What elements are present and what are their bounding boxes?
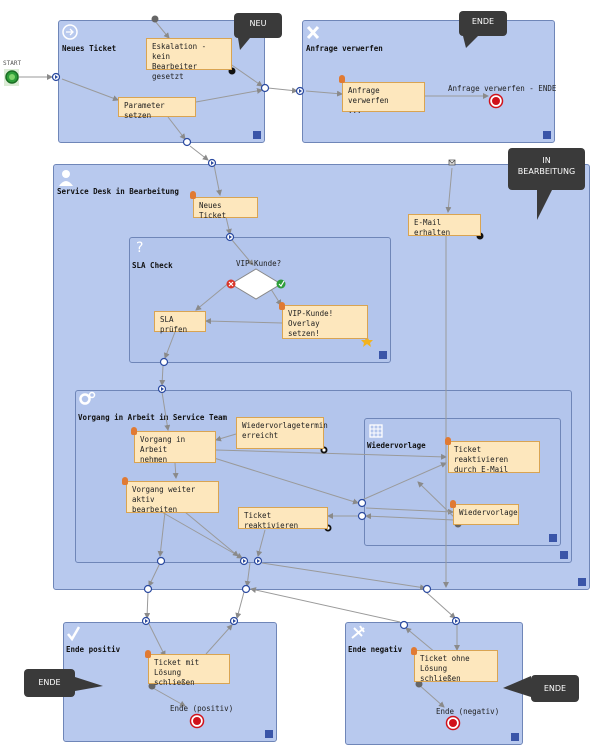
x-icon bbox=[306, 25, 320, 40]
task-line: nehmen bbox=[140, 455, 168, 464]
callout-in-bearbeitung: IN BEARBEITUNG bbox=[508, 148, 585, 190]
gear-marker-icon bbox=[415, 680, 423, 688]
task-ticket-reaktivieren[interactable]: Ticket reaktivieren bbox=[238, 507, 328, 530]
task-line: ... bbox=[348, 106, 362, 115]
lane-resize-handle[interactable] bbox=[379, 351, 387, 359]
task-anfrage-verwerfen[interactable]: Anfrage verwerfen ... bbox=[342, 82, 425, 115]
lightning-icon bbox=[351, 625, 365, 639]
lane-resize-handle[interactable] bbox=[511, 733, 519, 741]
check-icon bbox=[67, 626, 81, 642]
task-line: schließen bbox=[420, 674, 461, 683]
lane-title-wiedervorlage: Wiedervorlage bbox=[367, 441, 426, 450]
task-vip-overlay[interactable]: VIP-Kunde! Overlay setzen! bbox=[282, 305, 368, 339]
gateway-label: VIP-Kunde? bbox=[236, 259, 282, 268]
lane-title-sla-check: SLA Check bbox=[132, 261, 173, 270]
task-line: VIP-Kunde! Overlay bbox=[288, 309, 334, 328]
task-line: erreicht bbox=[242, 431, 279, 440]
task-line: Wiedervorlagetermin bbox=[242, 421, 328, 430]
question-icon: ? bbox=[136, 240, 143, 256]
lane-title-service-desk: Service Desk in Bearbeitung bbox=[57, 187, 179, 196]
task-ticket-ohne-loesung[interactable]: Ticket ohne Lösung schließen bbox=[414, 650, 498, 683]
performer-icon bbox=[450, 500, 456, 508]
lane-resize-handle[interactable] bbox=[560, 551, 568, 559]
performer-icon bbox=[411, 647, 417, 655]
task-vorgang-in-arbeit[interactable]: Vorgang in Arbeit nehmen bbox=[134, 431, 216, 464]
callout-line: BEARBEITUNG bbox=[517, 167, 576, 176]
task-line: Eskalation - kein bbox=[152, 42, 207, 61]
performer-icon bbox=[279, 302, 285, 310]
task-line: Anfrage verwerfen bbox=[348, 86, 389, 105]
gear-marker-icon bbox=[151, 15, 159, 23]
end-label-negative: Ende (negativ) bbox=[436, 707, 500, 716]
new-ticket-icon bbox=[62, 24, 78, 40]
lane-resize-handle[interactable] bbox=[543, 131, 551, 139]
task-line: Ticket mit Lösung bbox=[154, 658, 200, 677]
performer-icon bbox=[190, 191, 196, 199]
task-email-erhalten[interactable]: E-Mail erhalten bbox=[408, 214, 481, 237]
star-icon bbox=[361, 336, 373, 347]
end-label-positive: Ende (positiv) bbox=[170, 704, 234, 713]
callout-ende-right: ENDE bbox=[531, 675, 579, 702]
gear-marker-icon bbox=[148, 682, 156, 690]
task-ticket-reaktivieren-email[interactable]: Ticket reaktivieren durch E-Mail bbox=[448, 441, 540, 474]
lane-resize-handle[interactable] bbox=[253, 131, 261, 139]
task-line: setzen! bbox=[288, 329, 320, 338]
task-line: Bearbeiter gesetzt bbox=[152, 62, 198, 81]
callout-neu: NEU bbox=[234, 13, 282, 38]
task-line: Vorgang in Arbeit bbox=[140, 435, 186, 454]
performer-icon bbox=[445, 437, 451, 445]
callout-ende-left: ENDE bbox=[24, 669, 75, 697]
task-line: durch E-Mail bbox=[454, 465, 509, 474]
lane-resize-handle[interactable] bbox=[578, 578, 586, 586]
lane-sla-check[interactable] bbox=[129, 237, 391, 363]
callout-line: IN bbox=[542, 156, 551, 165]
task-line: bearbeiten bbox=[132, 505, 178, 514]
lane-ende-negativ[interactable] bbox=[345, 622, 523, 745]
task-line: schließen bbox=[154, 678, 195, 687]
mail-envelope-icon bbox=[448, 159, 456, 166]
callout-ende-top: ENDE bbox=[459, 11, 507, 36]
task-line: Vorgang weiter aktiv bbox=[132, 485, 196, 504]
lane-resize-handle[interactable] bbox=[265, 730, 273, 738]
gateway-vip-icon bbox=[230, 268, 282, 300]
user-icon bbox=[62, 170, 70, 178]
task-neues-ticket[interactable]: Neues Ticket bbox=[193, 197, 258, 220]
performer-icon bbox=[131, 427, 137, 435]
task-sla-pruefen[interactable]: SLA prüfen bbox=[154, 311, 206, 334]
task-ticket-mit-loesung[interactable]: Ticket mit Lösung schließen bbox=[148, 654, 230, 687]
lane-resize-handle[interactable] bbox=[549, 534, 557, 542]
lane-title-vorgang-in-arbeit: Vorgang in Arbeit im Service Team bbox=[78, 413, 228, 422]
start-label: START bbox=[3, 60, 22, 67]
task-eskalation[interactable]: Eskalation - kein Bearbeiter gesetzt bbox=[146, 38, 232, 81]
end-label-reject: Anfrage verwerfen - ENDE bbox=[448, 84, 557, 93]
lane-title-ende-negativ: Ende negativ bbox=[348, 645, 403, 654]
lane-title-neues-ticket: Neues Ticket bbox=[62, 44, 117, 53]
performer-icon bbox=[145, 650, 151, 658]
performer-icon bbox=[339, 75, 345, 83]
lane-title-anfrage-verwerfen: Anfrage verwerfen bbox=[306, 44, 383, 53]
gateway-yes-icon bbox=[276, 279, 286, 289]
task-parameter-setzen[interactable]: Parameter setzen bbox=[118, 97, 196, 120]
performer-icon bbox=[122, 477, 128, 485]
lane-header-icons: ? bbox=[59, 24, 383, 642]
grid-icon bbox=[369, 424, 383, 438]
lane-title-ende-positiv: Ende positiv bbox=[66, 645, 121, 654]
gears-icon bbox=[79, 393, 91, 405]
task-line: Ticket reaktivieren bbox=[454, 445, 509, 464]
task-wiedervorlagetermin[interactable]: Wiedervorlagetermin erreicht bbox=[236, 417, 328, 449]
task-vorgang-weiter-aktiv[interactable]: Vorgang weiter aktiv bearbeiten bbox=[126, 481, 219, 514]
task-wiedervorlage[interactable]: Wiedervorlage bbox=[453, 504, 519, 525]
task-line: Ticket ohne Lösung bbox=[420, 654, 470, 673]
